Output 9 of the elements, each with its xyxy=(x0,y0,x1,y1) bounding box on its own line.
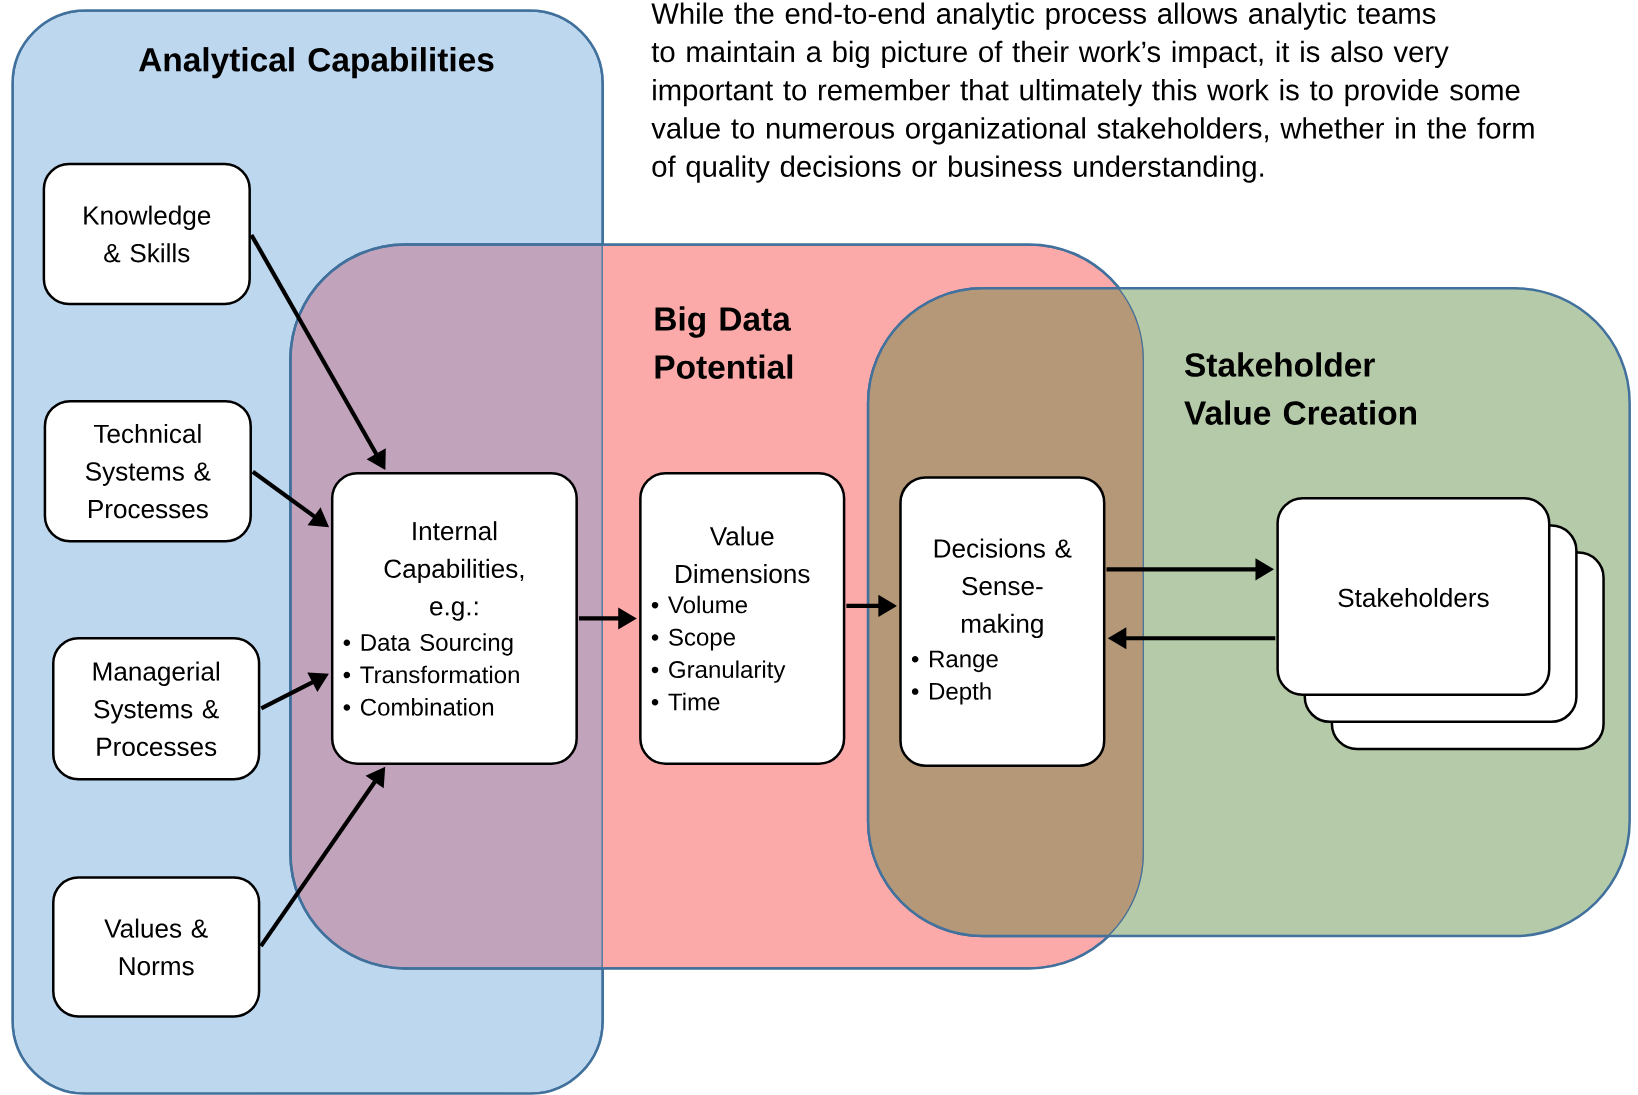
stakeholder-card: Stakeholders xyxy=(1276,497,1551,697)
description-text: While the end-to-end analytic process allows analytic teams to maintain a big picture of their work’s impact, it is also very important to remember that ultimately this work is to provide some value to numerous organizational stakeholders, whether in the form of quality decisions or business understanding. xyxy=(651,2,1534,183)
process-box: Decisions & Sense-making • Range • Depth xyxy=(899,476,1106,768)
process-box: Internal Capabilities, e.g.: • Data Sourcing • Transformation • Combination xyxy=(330,472,578,765)
process-box: Managerial Systems & Processes xyxy=(52,637,261,781)
process-box: Value Dimensions • Volume • Scope • Granularity • Time xyxy=(639,472,846,765)
process-box: Values & Norms xyxy=(52,876,261,1018)
process-box: Knowledge & Skills xyxy=(42,162,251,306)
process-box: Technical Systems & Processes xyxy=(43,400,252,543)
